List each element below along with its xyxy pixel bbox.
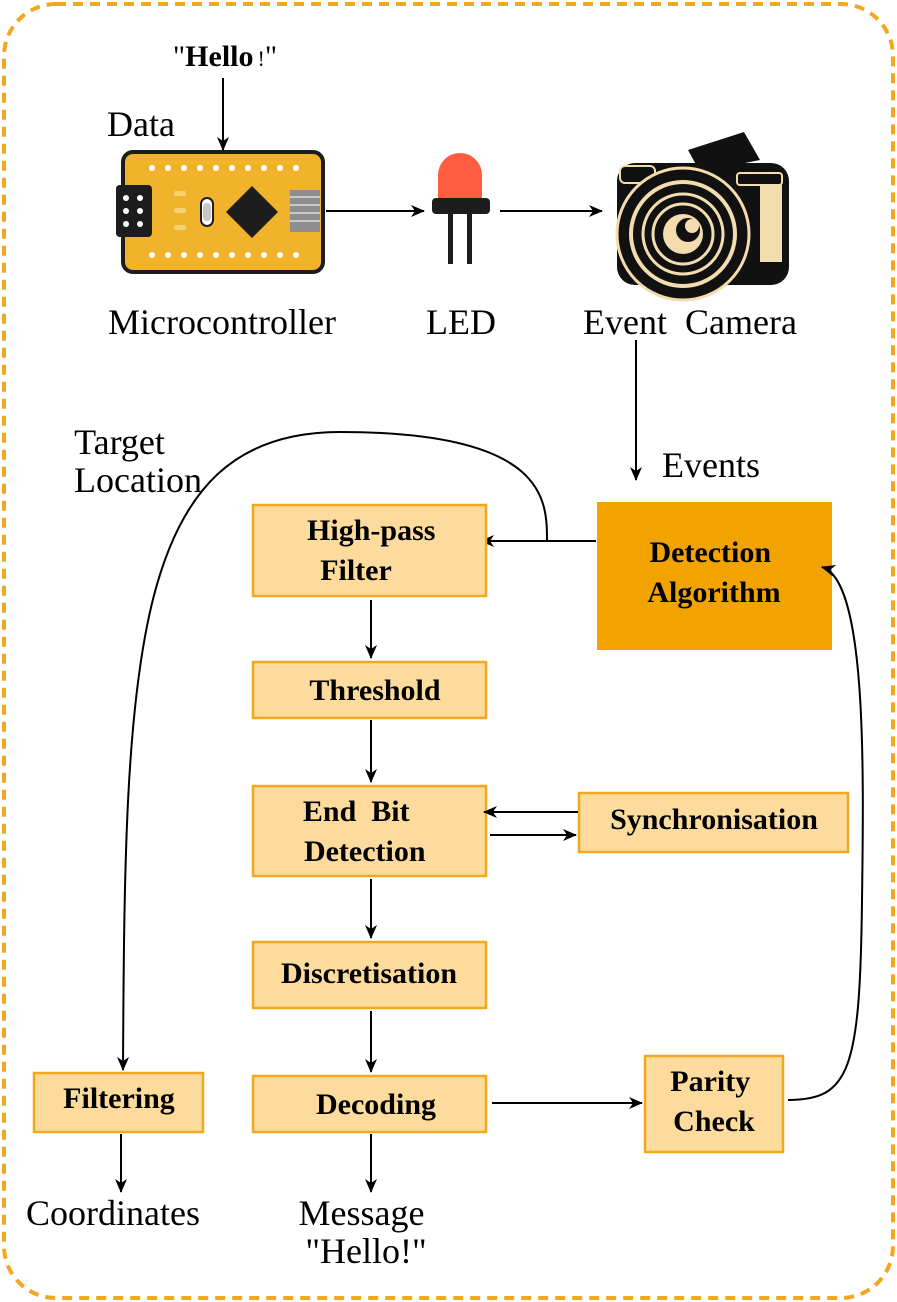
detection-algorithm-label: Detection Algorithm (647, 536, 780, 609)
quote-bang: ! (258, 46, 265, 71)
message-label: Message "Hello!" (299, 1193, 434, 1271)
led-label: LED (426, 302, 496, 342)
threshold-box (251, 660, 488, 720)
synchronisation-label: Synchronisation (610, 803, 818, 836)
event-camera-icon (615, 132, 789, 302)
target-location-line-2: Location (74, 460, 202, 500)
endbit-line-2: Detection (304, 835, 426, 868)
parity-line-1: Parity (670, 1065, 750, 1098)
event-camera-label: Event Camera (583, 302, 797, 342)
synchronisation-box (577, 791, 850, 854)
detection-algorithm-box (597, 502, 832, 650)
quote-open: " (173, 40, 185, 73)
arrow-parity-to-detection (787, 564, 864, 1101)
arrow-target-location (117, 430, 548, 1071)
detection-line-1: Detection (649, 536, 771, 569)
endbit-detection-box (251, 784, 488, 878)
microcontroller-icon (116, 150, 325, 274)
quote-close: " (265, 40, 277, 73)
highpass-line-1: High-pass (307, 514, 435, 547)
parity-check-box (643, 1054, 785, 1154)
threshold-label: Threshold (309, 674, 440, 707)
message-line-2: "Hello!" (305, 1231, 426, 1271)
target-location-line-1: Target (74, 422, 165, 462)
endbit-detection-label: End Bit Detection (303, 795, 448, 868)
target-location-label: Target Location (74, 422, 202, 500)
quote-word: Hello (185, 40, 253, 73)
filtering-label: Filtering (63, 1082, 175, 1115)
events-label: Events (662, 445, 760, 485)
highpass-line-2: Filter (320, 554, 392, 587)
detection-line-2: Algorithm (647, 576, 780, 609)
input-quote: "Hello!" (173, 40, 277, 73)
decoding-box (251, 1074, 488, 1134)
parity-check-label: Parity Check (670, 1065, 757, 1138)
message-line-1: Message (299, 1193, 425, 1233)
endbit-line-1: End Bit (303, 795, 410, 828)
microcontroller-label: Microcontroller (108, 302, 336, 342)
highpass-filter-box (251, 503, 488, 598)
discretisation-box (251, 940, 488, 1010)
filtering-box (32, 1071, 205, 1134)
discretisation-label: Discretisation (281, 957, 457, 990)
highpass-filter-label: High-pass Filter (307, 514, 443, 587)
coordinates-label: Coordinates (26, 1193, 200, 1233)
parity-line-2: Check (673, 1105, 755, 1138)
data-label: Data (107, 104, 175, 144)
decoding-label: Decoding (316, 1088, 436, 1121)
led-icon (432, 153, 490, 264)
